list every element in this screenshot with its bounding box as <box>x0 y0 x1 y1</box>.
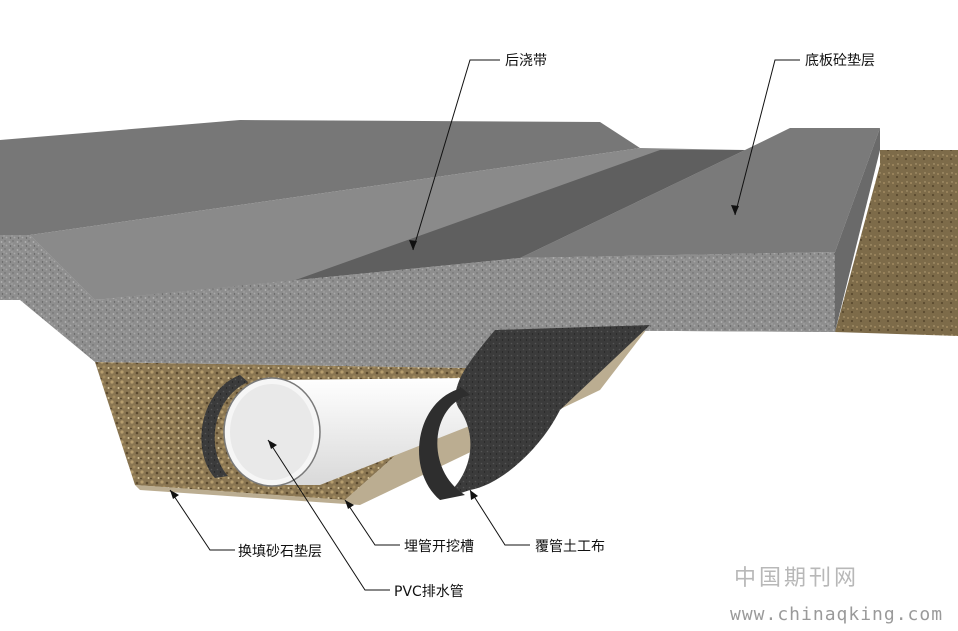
geotextile-sheet <box>440 325 650 500</box>
arrow-gravel-cushion <box>170 490 179 499</box>
leader-pvc-pipe <box>267 439 390 591</box>
ground-soil <box>835 150 958 336</box>
leader-gravel-cushion <box>169 489 235 551</box>
leader-base-slab-cushion <box>734 59 800 216</box>
arrow-pipe-trench <box>345 500 354 509</box>
label-pipe-trench: 埋管开挖槽 <box>404 539 474 555</box>
arrow-geotextile <box>470 490 478 500</box>
left-slab-top <box>0 120 640 235</box>
leader-geotextile <box>469 489 530 546</box>
pvc-pipe-inner <box>230 384 314 480</box>
label-gravel-cushion: 换填砂石垫层 <box>238 544 322 560</box>
arrow-base-slab-cushion <box>731 205 739 215</box>
arrow-post-pour-strip <box>409 240 417 250</box>
watermark-url: www.chinaqking.com <box>730 604 944 625</box>
post-pour-strip-dark <box>95 150 745 300</box>
leader-arrows <box>170 205 739 509</box>
right-slab-top <box>520 128 880 258</box>
watermark-cn: 中国期刊网 <box>734 566 860 591</box>
right-slab-face <box>520 252 835 332</box>
label-post-pour-strip: 后浇带 <box>505 53 547 69</box>
right-slab-side <box>835 128 880 332</box>
leader-lines <box>169 59 800 591</box>
geotextile-edge <box>419 388 470 500</box>
leader-post-pour-strip <box>412 59 500 251</box>
leader-pipe-trench <box>344 499 400 546</box>
label-pvc-pipe: PVC排水管 <box>394 584 464 600</box>
arrow-pvc-pipe <box>268 440 277 449</box>
geotextile-wrap-left <box>201 375 248 478</box>
label-geotextile: 覆管土工布 <box>535 539 605 555</box>
label-base-slab-cushion: 底板砼垫层 <box>805 53 875 69</box>
